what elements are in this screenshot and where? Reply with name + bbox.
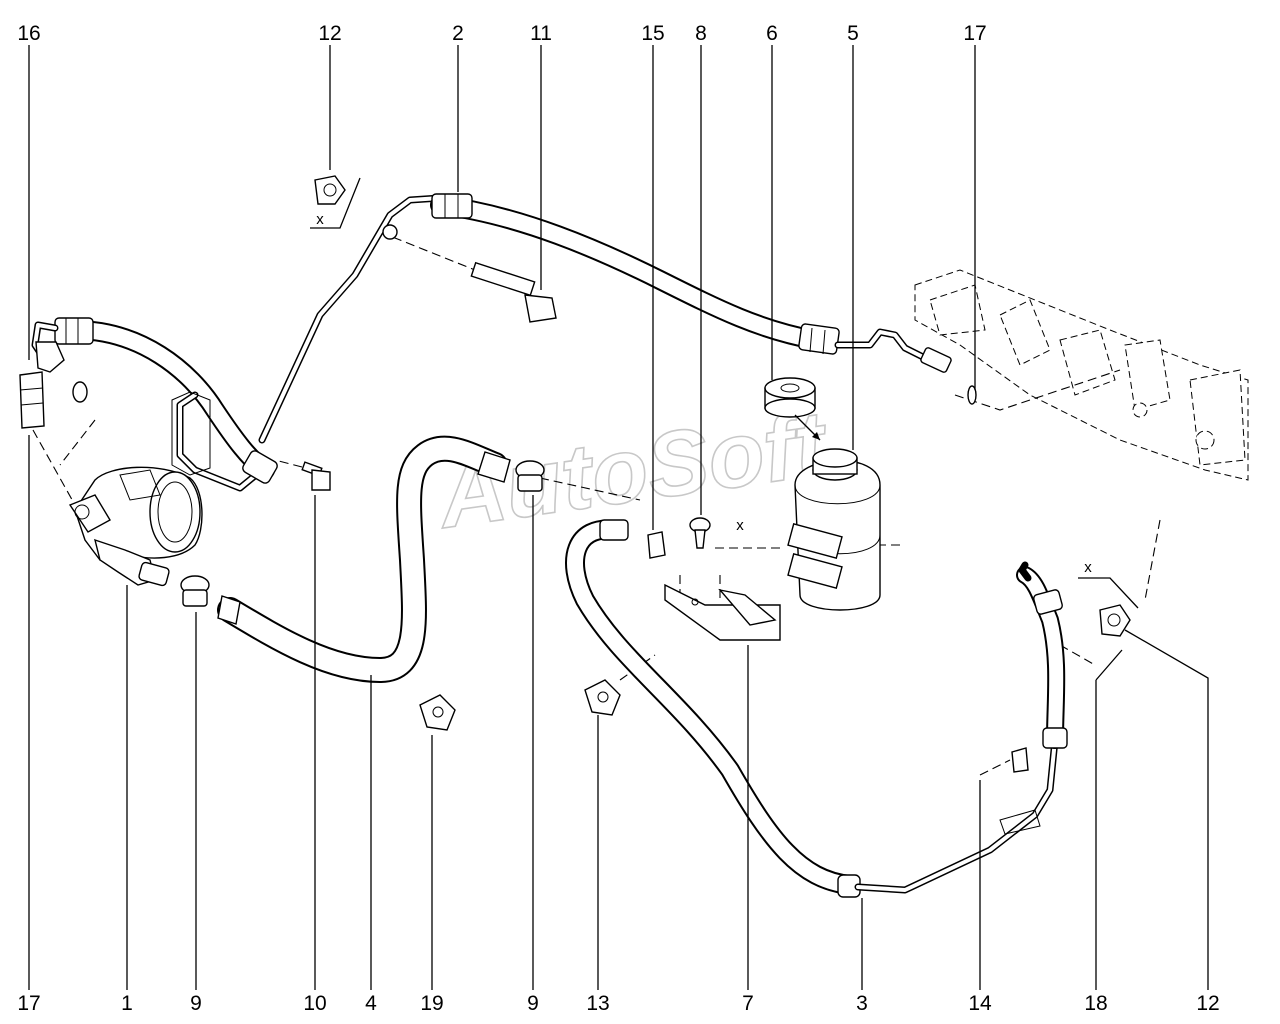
callout-6: 6 [766, 22, 778, 45]
leader-lines [28, 45, 1209, 990]
callout-13: 13 [586, 992, 609, 1015]
power-steering-pump [68, 466, 203, 587]
callout-12-bottom: 12 [1196, 992, 1219, 1015]
nut-12-lower [1099, 604, 1131, 637]
callout-4: 4 [365, 992, 377, 1015]
hose-2-pressure-line [258, 193, 952, 444]
x-mark-right: x [1078, 559, 1139, 609]
reservoir-cap [764, 377, 816, 418]
callout-15: 15 [641, 22, 664, 45]
x-label-right: x [1084, 559, 1092, 576]
clip-14 [1011, 747, 1029, 773]
steering-rack [914, 269, 1249, 481]
fluid-reservoir [787, 448, 881, 611]
left-pressure-hose [31, 317, 278, 492]
callouts-bottom: 17 1 9 10 4 19 9 13 7 3 14 18 12 [17, 992, 1219, 1015]
cap-arrowhead [812, 432, 820, 440]
seal-ring-17-left [72, 381, 88, 403]
callout-9-right: 9 [527, 992, 539, 1015]
callout-9-left: 9 [190, 992, 202, 1015]
callout-17-top: 17 [963, 22, 986, 45]
hose-clamp-9-right [515, 460, 545, 492]
callout-16: 16 [17, 22, 40, 45]
clip-8 [689, 517, 711, 549]
nut-12-upper [314, 175, 346, 205]
reservoir-bracket [664, 583, 781, 641]
x-label-mid: x [736, 517, 744, 534]
x-mark-mid: x [736, 517, 744, 534]
callout-5: 5 [847, 22, 859, 45]
seal-ring-17-right [967, 385, 977, 405]
clip-19 [419, 694, 456, 731]
screw-10 [301, 461, 331, 491]
callout-19: 19 [420, 992, 443, 1015]
callout-7: 7 [742, 992, 754, 1015]
hose-3-return-line [565, 519, 1068, 898]
callout-3: 3 [856, 992, 868, 1015]
hose-clamp-9-left [180, 575, 210, 607]
clip-13 [584, 679, 621, 716]
x-mark-upper: x [310, 177, 361, 229]
callout-10: 10 [303, 992, 326, 1015]
callout-11: 11 [530, 22, 552, 45]
callout-12-top: 12 [318, 22, 341, 45]
hose-4-feed-line [217, 435, 511, 683]
clip-15 [647, 531, 666, 559]
callout-8: 8 [695, 22, 707, 45]
callout-18: 18 [1084, 992, 1107, 1015]
bolt-11 [470, 261, 557, 323]
callouts-top: 16 12 2 11 15 8 6 5 17 [17, 22, 986, 45]
x-label-upper: x [316, 211, 324, 228]
callout-17-bottom: 17 [17, 992, 40, 1015]
union-fitting-16 [19, 371, 45, 429]
callout-14: 14 [968, 992, 992, 1015]
callout-2: 2 [452, 22, 464, 45]
callout-1: 1 [121, 992, 133, 1015]
